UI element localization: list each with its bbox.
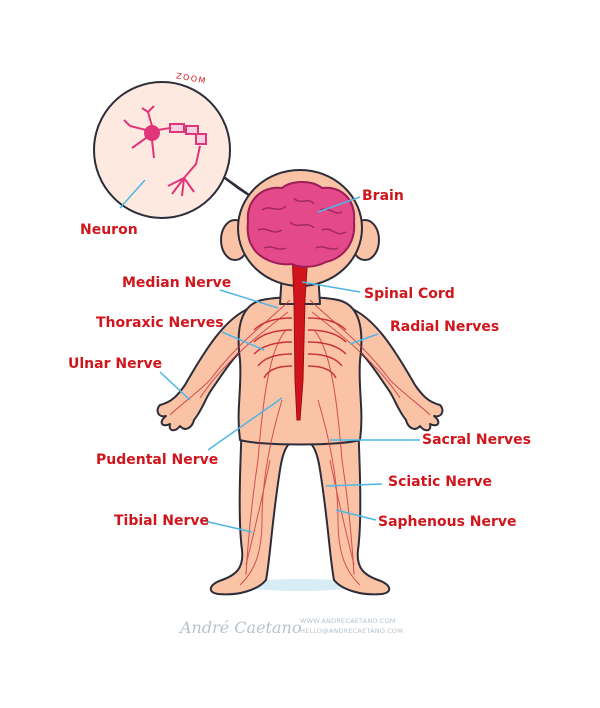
label-radial-nerves: Radial Nerves xyxy=(390,319,500,335)
credit-website: WWW.ANDRECAETANO.COM xyxy=(300,617,396,625)
label-tibial-nerve: Tibial Nerve xyxy=(114,513,210,529)
label-spinal-cord: Spinal Cord xyxy=(364,286,455,302)
label-brain: Brain xyxy=(362,188,404,204)
thoracic-ribs xyxy=(253,317,347,379)
label-thoraxic-nerves: Thoraxic Nerves xyxy=(96,315,224,331)
artist-signature: André Caetano xyxy=(180,618,302,637)
label-saphenous-nerve: Saphenous Nerve xyxy=(378,514,517,530)
label-sciatic-nerve: Sciatic Nerve xyxy=(388,474,493,490)
label-neuron: Neuron xyxy=(80,222,138,238)
label-ulnar-nerve: Ulnar Nerve xyxy=(68,356,163,372)
spinal-cord xyxy=(291,251,309,421)
label-pudental-nerve: Pudental Nerve xyxy=(96,452,219,468)
ground-shadow xyxy=(240,579,360,591)
credit-email: HELLO@ANDRECAETANO.COM xyxy=(300,627,404,635)
brain xyxy=(246,181,356,268)
label-sacral-nerves: Sacral Nerves xyxy=(422,432,531,448)
label-median-nerve: Median Nerve xyxy=(122,275,232,291)
pointer-lines xyxy=(119,179,420,533)
neuron-icon xyxy=(123,105,207,197)
zoom-bubble xyxy=(93,81,231,219)
